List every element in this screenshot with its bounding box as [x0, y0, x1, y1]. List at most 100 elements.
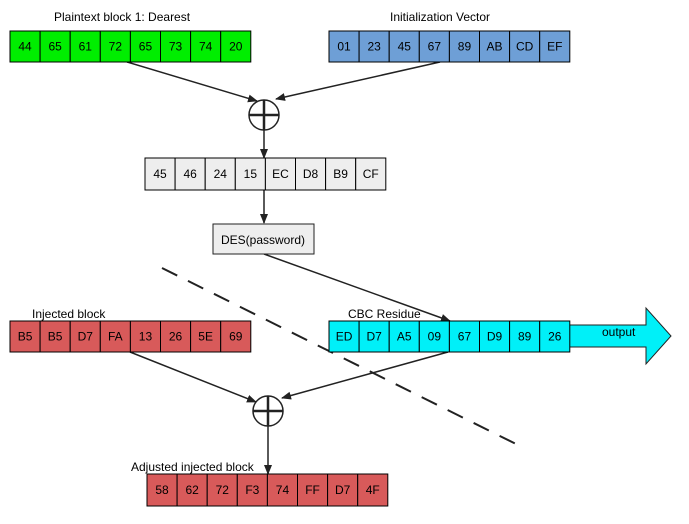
cbc-residue-label: CBC Residue — [348, 307, 421, 321]
byte-value: 23 — [367, 40, 381, 54]
byte-value: AB — [487, 40, 503, 54]
byte-cell: 62 — [176, 473, 208, 507]
byte-cell: 09 — [418, 320, 450, 353]
byte-cell: B5 — [9, 320, 41, 353]
byte-value: FF — [305, 483, 320, 497]
byte-cell: 45 — [388, 30, 420, 63]
byte-value: 24 — [214, 167, 228, 181]
byte-value: 01 — [337, 40, 351, 54]
byte-value: ED — [336, 330, 353, 344]
byte-value: 89 — [518, 330, 532, 344]
byte-value: 73 — [169, 40, 183, 54]
byte-cell: EC — [264, 157, 296, 191]
adjusted-block-label: Adjusted injected block — [131, 460, 255, 474]
byte-cell: D7 — [327, 473, 359, 507]
byte-value: B5 — [18, 330, 33, 344]
xor-icon — [252, 395, 284, 427]
byte-value: 67 — [428, 40, 442, 54]
byte-value: EC — [272, 167, 289, 181]
byte-cell: 67 — [418, 30, 450, 63]
byte-value: 09 — [428, 330, 442, 344]
adjusted-injected-block: 58 62 72 F3 74 FF D7 4F — [146, 473, 389, 507]
byte-value: D7 — [366, 330, 382, 344]
connector-plaintext-to-xor1 — [126, 61, 258, 103]
byte-value: F3 — [245, 483, 259, 497]
byte-value: 58 — [155, 483, 169, 497]
byte-value: 20 — [229, 40, 243, 54]
byte-cell: CF — [355, 157, 387, 191]
byte-value: D7 — [78, 330, 94, 344]
byte-cell: FA — [99, 320, 131, 353]
byte-value: 72 — [109, 40, 123, 54]
output-label: output — [602, 325, 636, 339]
byte-cell: 89 — [509, 320, 541, 353]
byte-cell: 20 — [220, 30, 252, 63]
byte-cell: 15 — [234, 157, 266, 191]
byte-cell: 73 — [160, 30, 192, 63]
byte-cell: 72 — [99, 30, 131, 63]
byte-value: 65 — [48, 40, 62, 54]
byte-value: 44 — [18, 40, 32, 54]
byte-cell: 26 — [539, 320, 571, 353]
byte-value: 61 — [79, 40, 93, 54]
byte-value: 46 — [183, 167, 197, 181]
byte-cell: 01 — [328, 30, 360, 63]
byte-cell: FF — [297, 473, 329, 507]
byte-value: CF — [363, 167, 379, 181]
byte-value: 65 — [139, 40, 153, 54]
byte-cell: 45 — [144, 157, 176, 191]
initialization-vector-block: 01 23 45 67 89 AB CD EF — [328, 30, 571, 63]
byte-value: D7 — [335, 483, 351, 497]
byte-value: 26 — [548, 330, 562, 344]
byte-value: B9 — [333, 167, 348, 181]
byte-cell: CD — [509, 30, 541, 63]
byte-cell: 69 — [220, 320, 252, 353]
byte-cell: 65 — [129, 30, 161, 63]
byte-value: 74 — [199, 40, 213, 54]
injected-block-label: Injected block — [32, 307, 106, 321]
byte-value: 26 — [169, 330, 183, 344]
byte-cell: D8 — [295, 157, 327, 191]
byte-value: 15 — [244, 167, 258, 181]
byte-value: D8 — [303, 167, 319, 181]
byte-cell: 44 — [9, 30, 41, 63]
injected-block: B5 B5 D7 FA 13 26 5E 69 — [9, 320, 252, 353]
byte-value: 62 — [185, 483, 199, 497]
byte-cell: 61 — [69, 30, 101, 63]
des-box — [212, 223, 315, 255]
byte-value: FA — [108, 330, 123, 344]
byte-cell: D7 — [69, 320, 101, 353]
byte-value: 4F — [366, 483, 380, 497]
byte-cell: 13 — [129, 320, 161, 353]
byte-cell: 74 — [266, 473, 298, 507]
byte-value: B5 — [48, 330, 63, 344]
xor-icon — [248, 99, 280, 131]
byte-cell: 74 — [190, 30, 222, 63]
byte-value: 45 — [398, 40, 412, 54]
byte-value: 74 — [276, 483, 290, 497]
byte-value: 5E — [198, 330, 213, 344]
byte-cell: D7 — [358, 320, 390, 353]
output-arrow — [567, 306, 672, 366]
plaintext-block-label: Plaintext block 1: Dearest — [54, 10, 191, 24]
byte-cell: 5E — [190, 320, 222, 353]
des-label: DES(password) — [221, 233, 305, 247]
byte-cell: 26 — [160, 320, 192, 353]
byte-cell: 46 — [174, 157, 206, 191]
byte-cell: EF — [539, 30, 571, 63]
byte-value: CD — [516, 40, 534, 54]
byte-cell: 24 — [204, 157, 236, 191]
byte-cell: ED — [328, 320, 360, 353]
byte-value: 13 — [139, 330, 153, 344]
byte-cell: D9 — [479, 320, 511, 353]
dashed-divider-line — [161, 267, 521, 447]
byte-cell: AB — [479, 30, 511, 63]
byte-value: 89 — [458, 40, 472, 54]
byte-cell: A5 — [388, 320, 420, 353]
connector-iv-to-xor1 — [275, 61, 441, 101]
byte-cell: 72 — [206, 473, 238, 507]
byte-cell: 4F — [357, 473, 389, 507]
byte-value: EF — [547, 40, 562, 54]
byte-value: 69 — [229, 330, 243, 344]
